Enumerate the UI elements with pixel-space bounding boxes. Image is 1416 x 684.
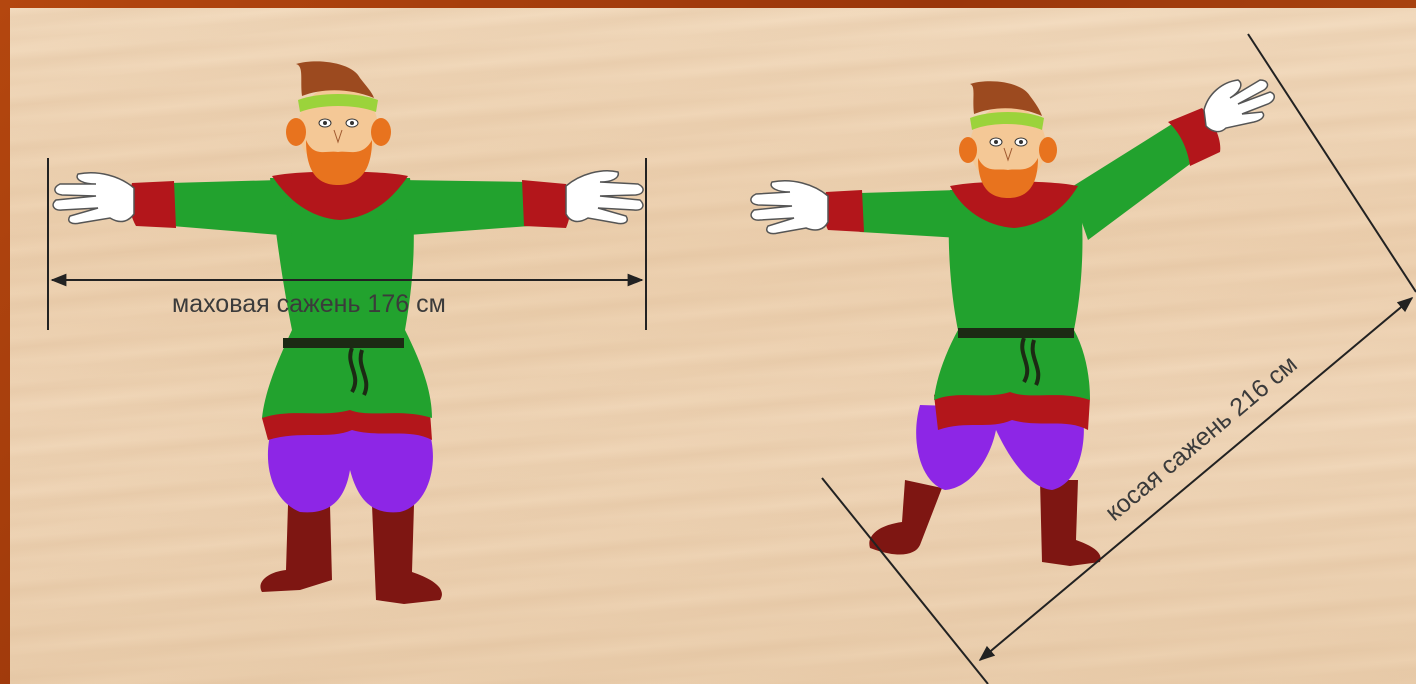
peasant-figure-straight-icon [53, 61, 643, 604]
peasant-figure-oblique-icon [751, 80, 1274, 566]
upper-limit-line [1248, 34, 1416, 292]
straight-sazhen-label: маховая сажень 176 см [172, 290, 446, 318]
oblique-sazhen-label: косая сажень 216 см [1100, 350, 1303, 526]
